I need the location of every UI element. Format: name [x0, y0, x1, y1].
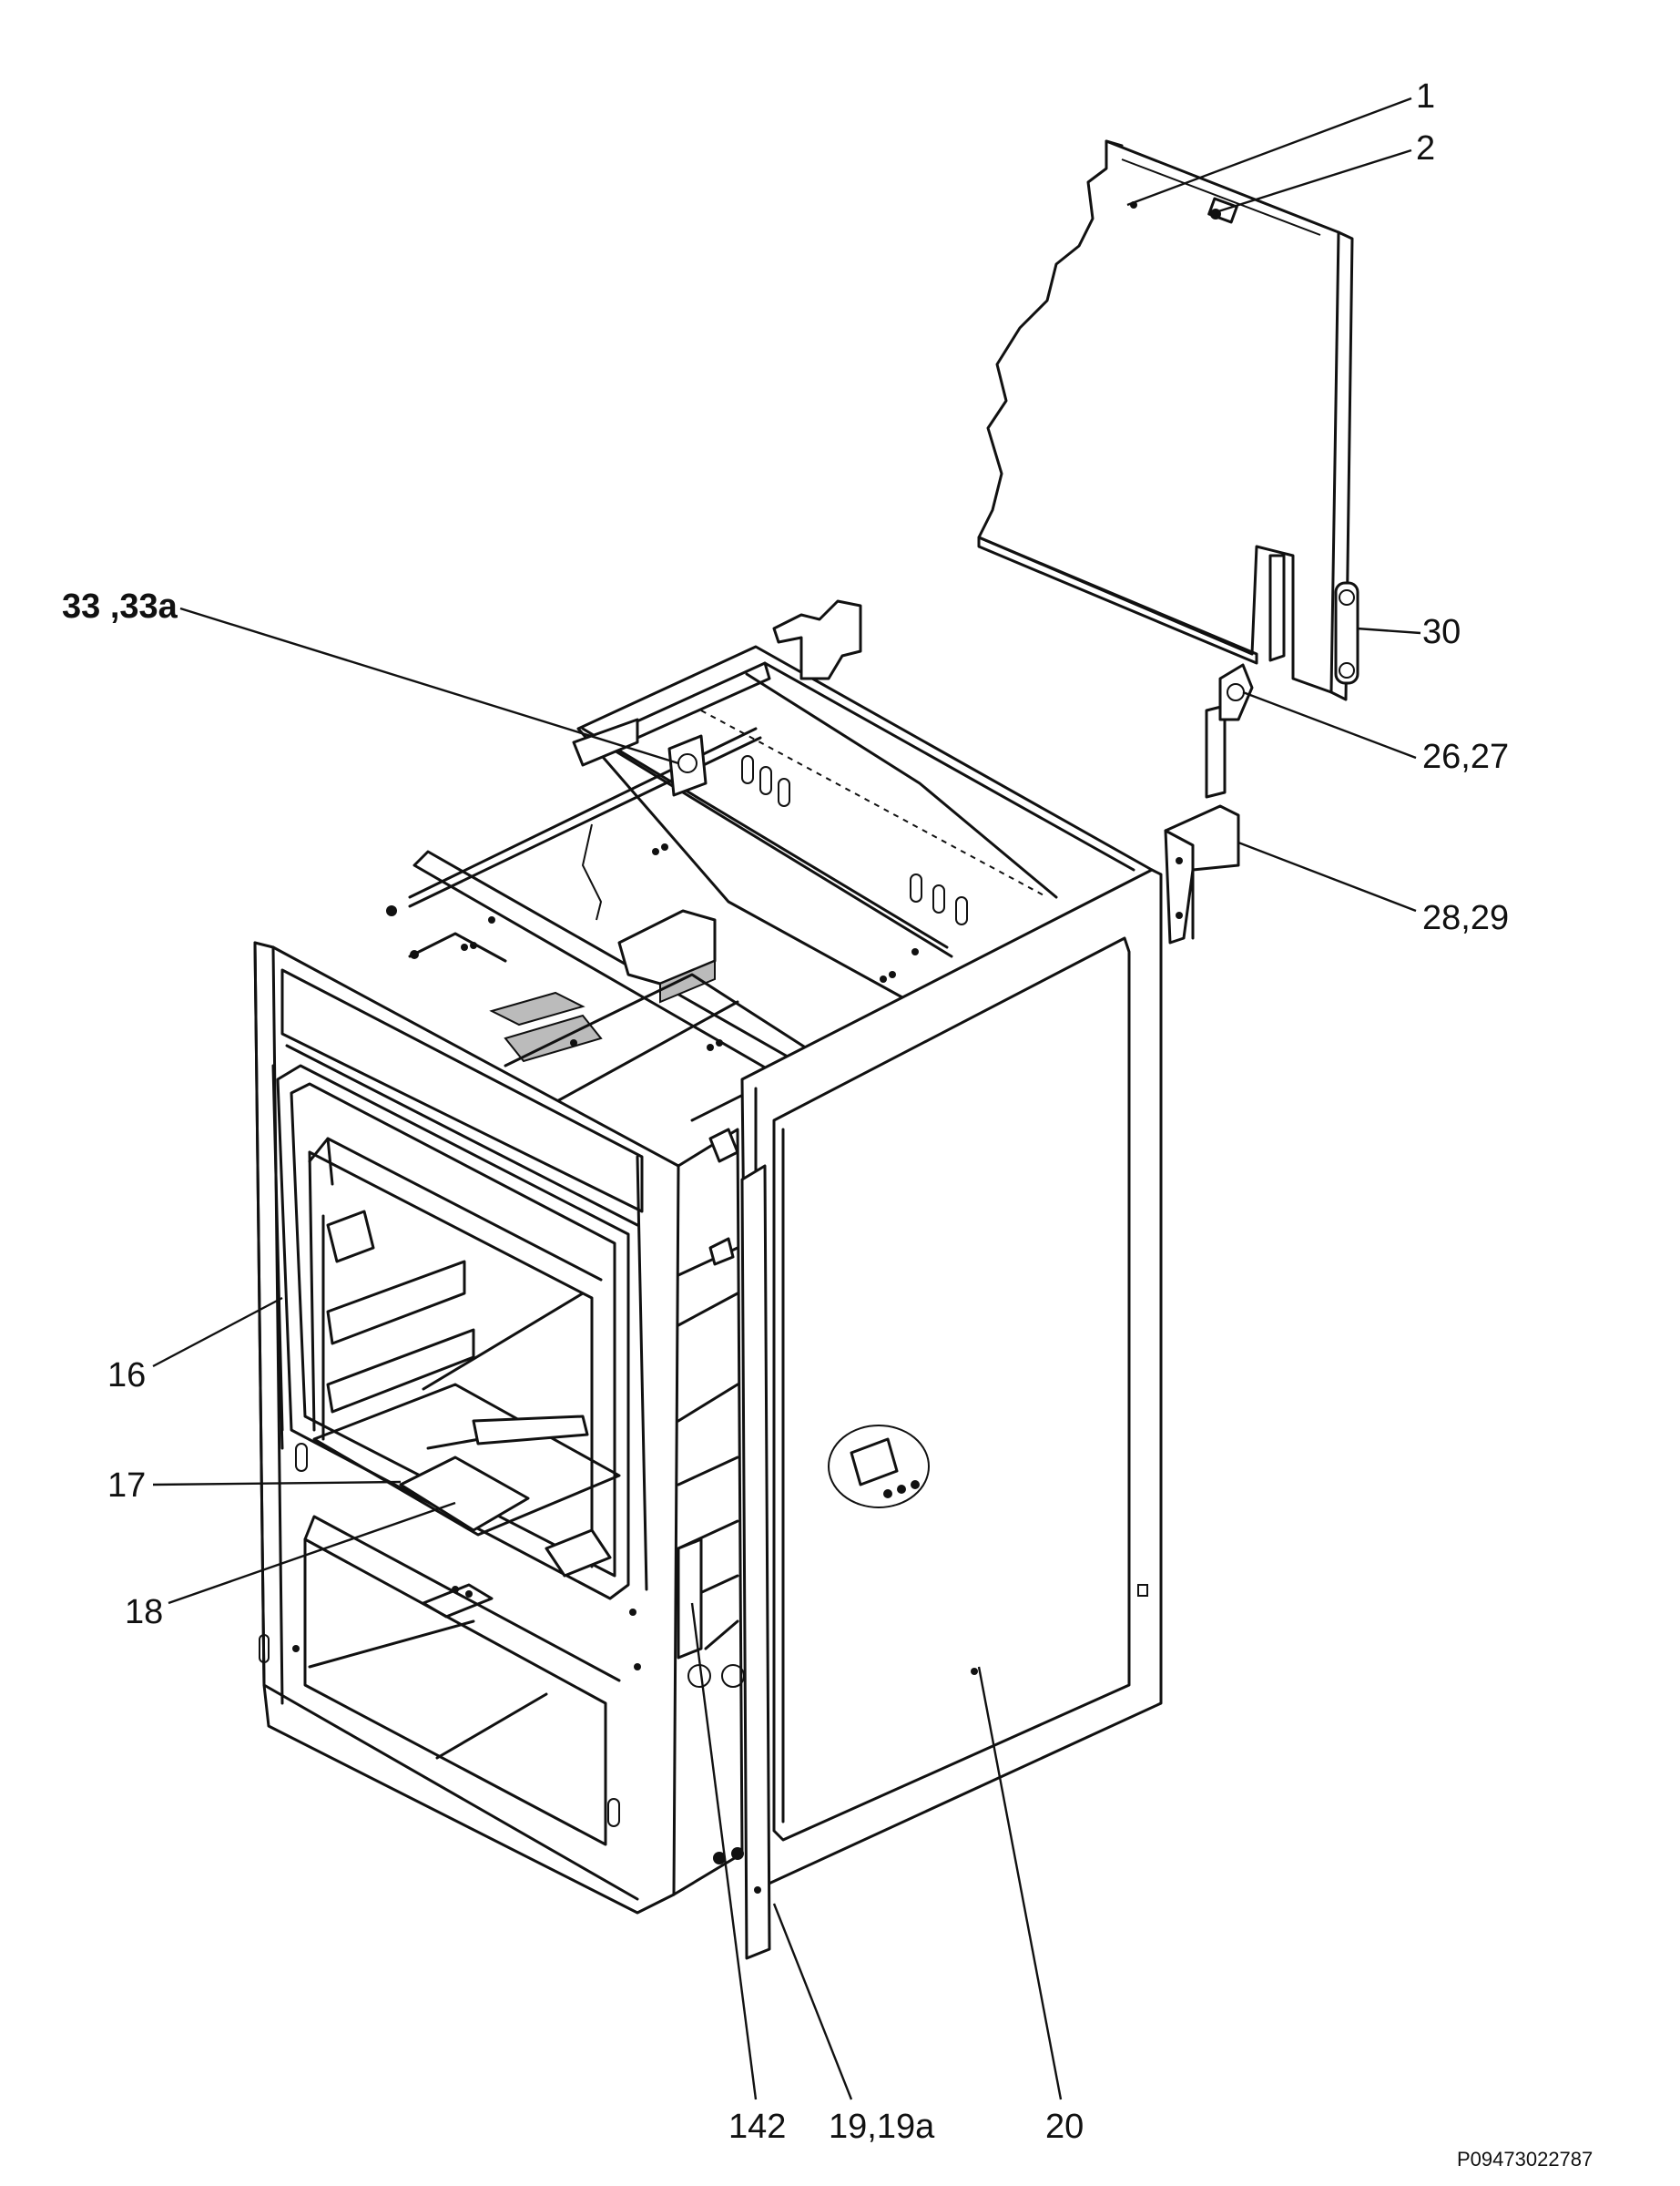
callout-19-19a: 19,19a	[829, 2108, 935, 2146]
cabinet-side-inner	[672, 1128, 745, 1896]
ventilation-slots	[741, 755, 968, 925]
callout-labels: 1 2 30 26,27 28,29 33 ,33a 16 17 18 142 …	[62, 77, 1593, 2171]
bracket-part-28-29	[1164, 804, 1240, 945]
callout-33-33a: 33 ,33a	[62, 587, 178, 626]
callout-26-27: 26,27	[1422, 738, 1509, 776]
hinge-part-26-27	[1205, 663, 1254, 799]
hinge-part-30	[1268, 554, 1359, 685]
callout-20: 20	[1045, 2108, 1084, 2146]
trim-strip-19-19a	[740, 1164, 771, 1960]
callout-17: 17	[107, 1466, 146, 1505]
front-frame	[253, 941, 680, 1915]
callout-2: 2	[1416, 129, 1435, 168]
callout-18: 18	[125, 1593, 163, 1631]
callout-30: 30	[1422, 613, 1461, 651]
callout-142: 142	[728, 2108, 786, 2146]
back-panel	[977, 139, 1354, 701]
callout-28-29: 28,29	[1422, 899, 1509, 937]
leader-lines	[152, 97, 1421, 2100]
callout-1: 1	[1416, 77, 1435, 116]
drawing-code: P09473022787	[1457, 2148, 1593, 2171]
side-panel-20	[740, 868, 1163, 1887]
callout-16: 16	[107, 1356, 146, 1394]
